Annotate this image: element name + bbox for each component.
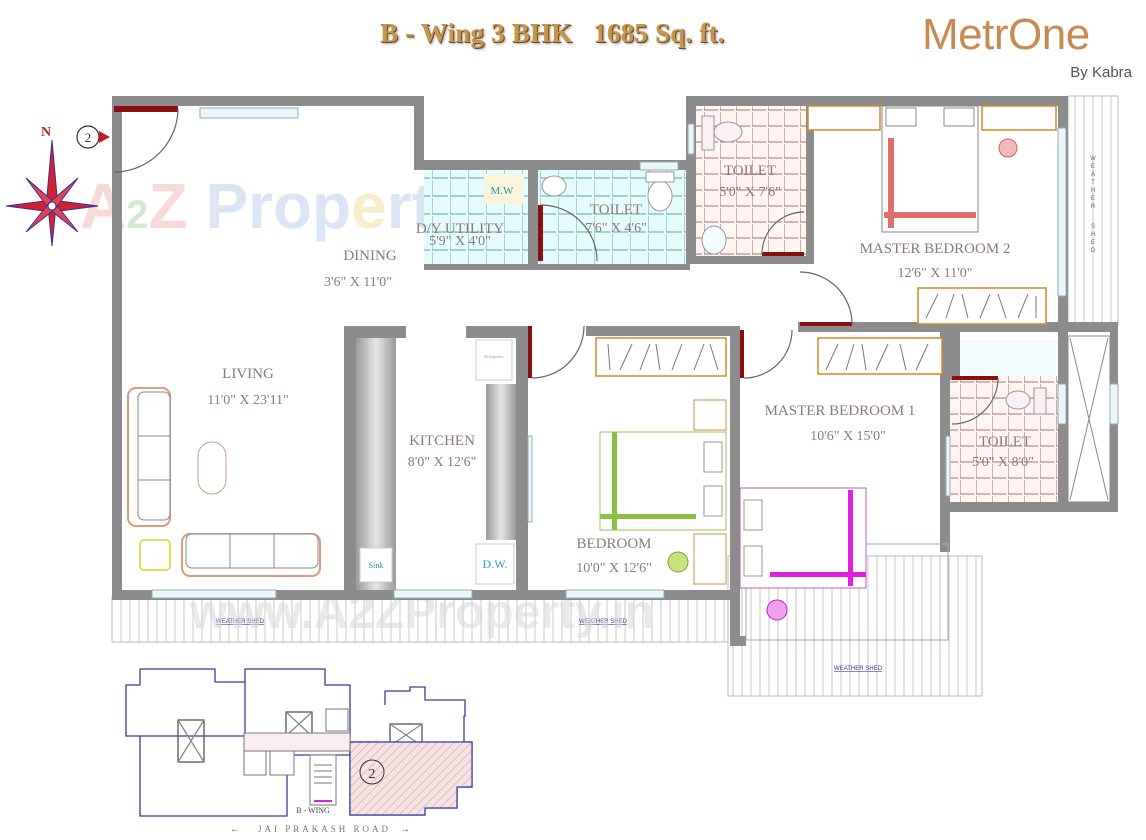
- svg-text:H: H: [1091, 188, 1095, 194]
- mb1-door[interactable]: [740, 330, 744, 378]
- main-door[interactable]: [114, 106, 178, 112]
- brand-name: MetrOne: [922, 10, 1090, 59]
- svg-text:E: E: [1091, 196, 1095, 202]
- weather-shed-vertical-label: WEATHER SHED: [1090, 156, 1096, 254]
- microwave: [484, 174, 524, 204]
- svg-text:E: E: [1091, 164, 1095, 170]
- toilet-mb1-anteroom: [952, 340, 1058, 376]
- room-name-kitchen: KITCHEN: [409, 433, 475, 449]
- north-label: N: [41, 125, 51, 140]
- arrow-left-icon: ←: [230, 824, 240, 835]
- room-name-toilet-common: TOILET: [590, 202, 642, 218]
- svg-text:H: H: [1091, 232, 1095, 238]
- brand-subtitle: By Kabra: [1070, 64, 1132, 81]
- refrigerator-label: Refrigerator: [484, 354, 504, 359]
- weather-shed-label: WEATHER SHED: [834, 666, 883, 672]
- kitchen-counter-right: [486, 384, 516, 540]
- room-size-kitchen: 8'0" X 12'6": [408, 455, 477, 470]
- wardrobes: [595, 105, 1057, 377]
- room-name-toilet-mb1: TOILET: [979, 434, 1031, 450]
- room-name-master-bedroom-1: MASTER BEDROOM 1: [765, 403, 916, 419]
- room-name-bedroom: BEDROOM: [576, 536, 651, 552]
- svg-text:E: E: [1091, 240, 1095, 246]
- room-size-master-bedroom-2: 12'6" X 11'0": [897, 266, 972, 281]
- weather-shed-label: WEATHER SHED: [579, 619, 628, 625]
- flat-marker: 2: [76, 125, 110, 149]
- weather-shed-bottom: [111, 595, 729, 643]
- key-plan-marker-label: 2: [369, 767, 376, 782]
- brand-logo: MetrOne By Kabra: [922, 8, 1146, 88]
- svg-text:T: T: [1091, 180, 1095, 186]
- bedroom-door[interactable]: [528, 326, 532, 378]
- svg-text:R: R: [1091, 204, 1096, 210]
- weather-shed-right: [1067, 95, 1119, 327]
- bed-master-1: [739, 487, 867, 621]
- room-name-living: LIVING: [222, 366, 274, 382]
- windows: [151, 107, 1119, 641]
- room-size-toilet-common: 7'6" X 4'6": [585, 221, 647, 236]
- room-size-dry-utility: 5'9" X 4'0": [429, 234, 491, 249]
- svg-text:W: W: [1090, 156, 1096, 162]
- room-name-dining: DINING: [343, 248, 396, 264]
- arrow-right-icon: →: [400, 824, 410, 835]
- svg-text:D: D: [1091, 248, 1096, 254]
- toilet-mb1-door[interactable]: [952, 376, 998, 380]
- room-name-dry-utility: D/Y UTILITY: [416, 221, 504, 237]
- plan-title: B - Wing 3 BHK 1685 Sq. ft.: [380, 18, 725, 48]
- svg-text:2: 2: [85, 130, 92, 145]
- refrigerator: [475, 339, 513, 381]
- sink-label: Sink: [369, 561, 384, 570]
- microwave-label: M.W: [491, 185, 515, 197]
- doors: [113, 106, 999, 425]
- toilet-mb2-door[interactable]: [762, 252, 804, 256]
- room-size-master-bedroom-1: 10'6" X 15'0": [810, 429, 886, 444]
- room-size-toilet-mb2: 5'0" X 7'6": [719, 185, 781, 200]
- toilet-door[interactable]: [538, 205, 543, 261]
- key-plan-core: [243, 708, 351, 806]
- mb2-door[interactable]: [800, 322, 852, 326]
- duct-shaft: [1067, 335, 1111, 503]
- room-size-dining: 3'6" X 11'0": [324, 275, 392, 290]
- key-plan-marker: [359, 759, 385, 785]
- room-name-toilet-mb2: TOILET: [724, 163, 776, 179]
- svg-text:S: S: [1091, 224, 1095, 230]
- svg-text:A: A: [1091, 172, 1095, 178]
- wing-label: B - WING: [296, 806, 330, 815]
- road-label: JAI PRAKASH ROAD: [258, 824, 391, 834]
- compass-icon: N: [5, 125, 99, 247]
- watermark: A2Z Property: [80, 170, 469, 242]
- weather-shed-label: WEATHER SHED: [216, 619, 265, 625]
- key-plan-flat-highlight: [349, 741, 473, 816]
- dishwasher-label: D.W.: [483, 557, 508, 571]
- room-name-master-bedroom-2: MASTER BEDROOM 2: [860, 241, 1011, 257]
- wardrobe-hangers: [607, 293, 1037, 371]
- bed-master-2: [881, 105, 1018, 233]
- dishwasher: [475, 543, 515, 585]
- room-size-living: 11'0" X 23'11": [207, 393, 289, 408]
- room-size-bedroom: 10'0" X 12'6": [576, 561, 652, 576]
- sink: [359, 547, 393, 583]
- toilet-fixtures: [541, 115, 1047, 415]
- room-size-toilet-mb1: 5'0" X 8'0": [972, 455, 1034, 470]
- road-indicator: ← JAI PRAKASH ROAD →: [230, 824, 410, 835]
- bed-bedroom: [599, 399, 727, 585]
- sofa-set: [127, 387, 321, 577]
